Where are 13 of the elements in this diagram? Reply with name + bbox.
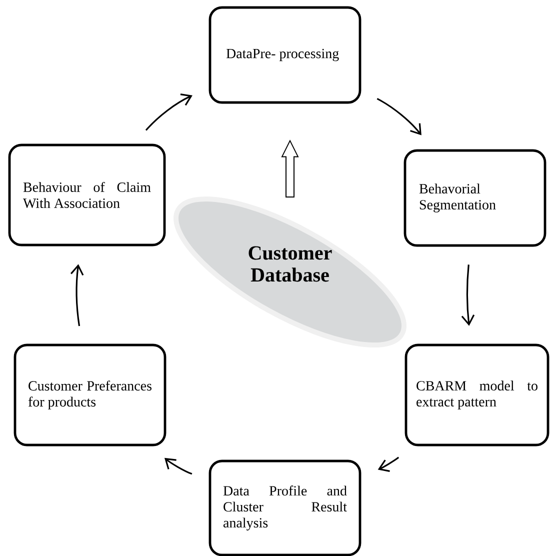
process-box: Customer Preferances for products xyxy=(14,344,166,446)
arrow xyxy=(145,93,192,131)
arrow xyxy=(164,458,192,475)
process-box: Data Profile and Cluster Result analysis xyxy=(208,460,362,556)
arrow xyxy=(70,264,84,326)
arrow xyxy=(461,264,475,326)
block-arrow xyxy=(281,140,299,198)
process-box: DataPre- processing xyxy=(208,6,362,104)
process-box: CBARM model to extract pattern xyxy=(404,344,550,446)
process-box: Behavorial Segmentation xyxy=(404,149,546,247)
process-box: Behaviour of Claim With Association xyxy=(8,144,166,246)
arrow xyxy=(378,456,400,472)
arrow xyxy=(376,98,422,136)
